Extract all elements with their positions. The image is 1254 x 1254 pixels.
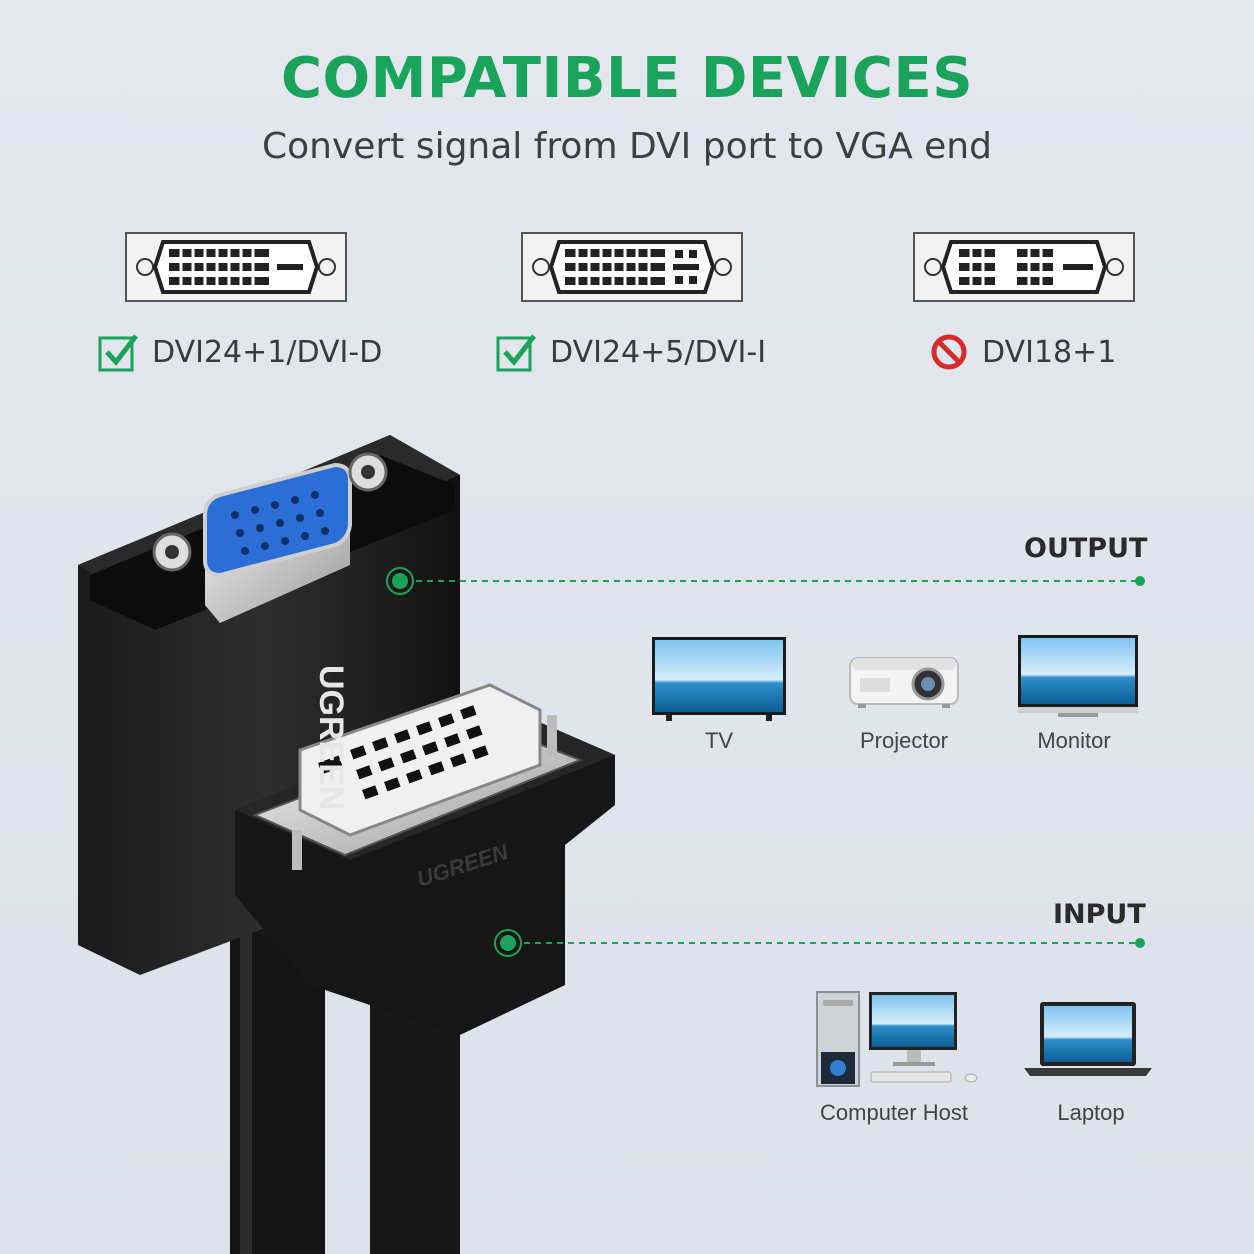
computer-host-icon	[816, 991, 978, 1087]
prohibited-icon	[931, 334, 967, 370]
adapter-illustration: UGREEN UGREEN	[78, 435, 615, 1254]
compat-label: DVI24+1/DVI-D	[152, 334, 383, 370]
output-label: OUTPUT	[1024, 533, 1148, 564]
compat-label: DVI24+5/DVI-I	[550, 334, 767, 370]
compat-dvi-i: DVI24+5/DVI-I	[496, 330, 766, 374]
brand-logo-body: UGREEN	[312, 665, 350, 810]
dvi-i-port-diagram	[521, 232, 743, 302]
compat-label: DVI18+1	[982, 334, 1117, 370]
page-title: COMPATIBLE DEVICES	[280, 46, 974, 111]
device-label-monitor: Monitor	[1037, 728, 1111, 753]
dvi-d-port-diagram	[125, 232, 347, 302]
compat-dvi-d: DVI24+1/DVI-D	[98, 330, 382, 374]
monitor-icon	[1018, 635, 1138, 717]
laptop-icon	[1024, 1002, 1152, 1076]
checkmark-icon	[98, 334, 138, 372]
compat-dvi-18: DVI18+1	[930, 330, 1116, 374]
checkmark-icon	[496, 334, 536, 372]
input-leader-line	[494, 929, 1145, 957]
device-label-laptop: Laptop	[1057, 1100, 1125, 1125]
output-leader-line	[386, 567, 1145, 595]
device-label-projector: Projector	[859, 728, 949, 753]
input-label: INPUT	[1053, 899, 1146, 930]
page-subtitle: Convert signal from DVI port to VGA end	[262, 126, 992, 167]
tv-icon	[652, 637, 786, 721]
device-label-computer-host: Computer Host	[820, 1100, 968, 1125]
dvi-18-port-diagram	[913, 232, 1135, 302]
device-label-tv: TV	[704, 728, 734, 753]
projector-icon	[849, 657, 959, 708]
